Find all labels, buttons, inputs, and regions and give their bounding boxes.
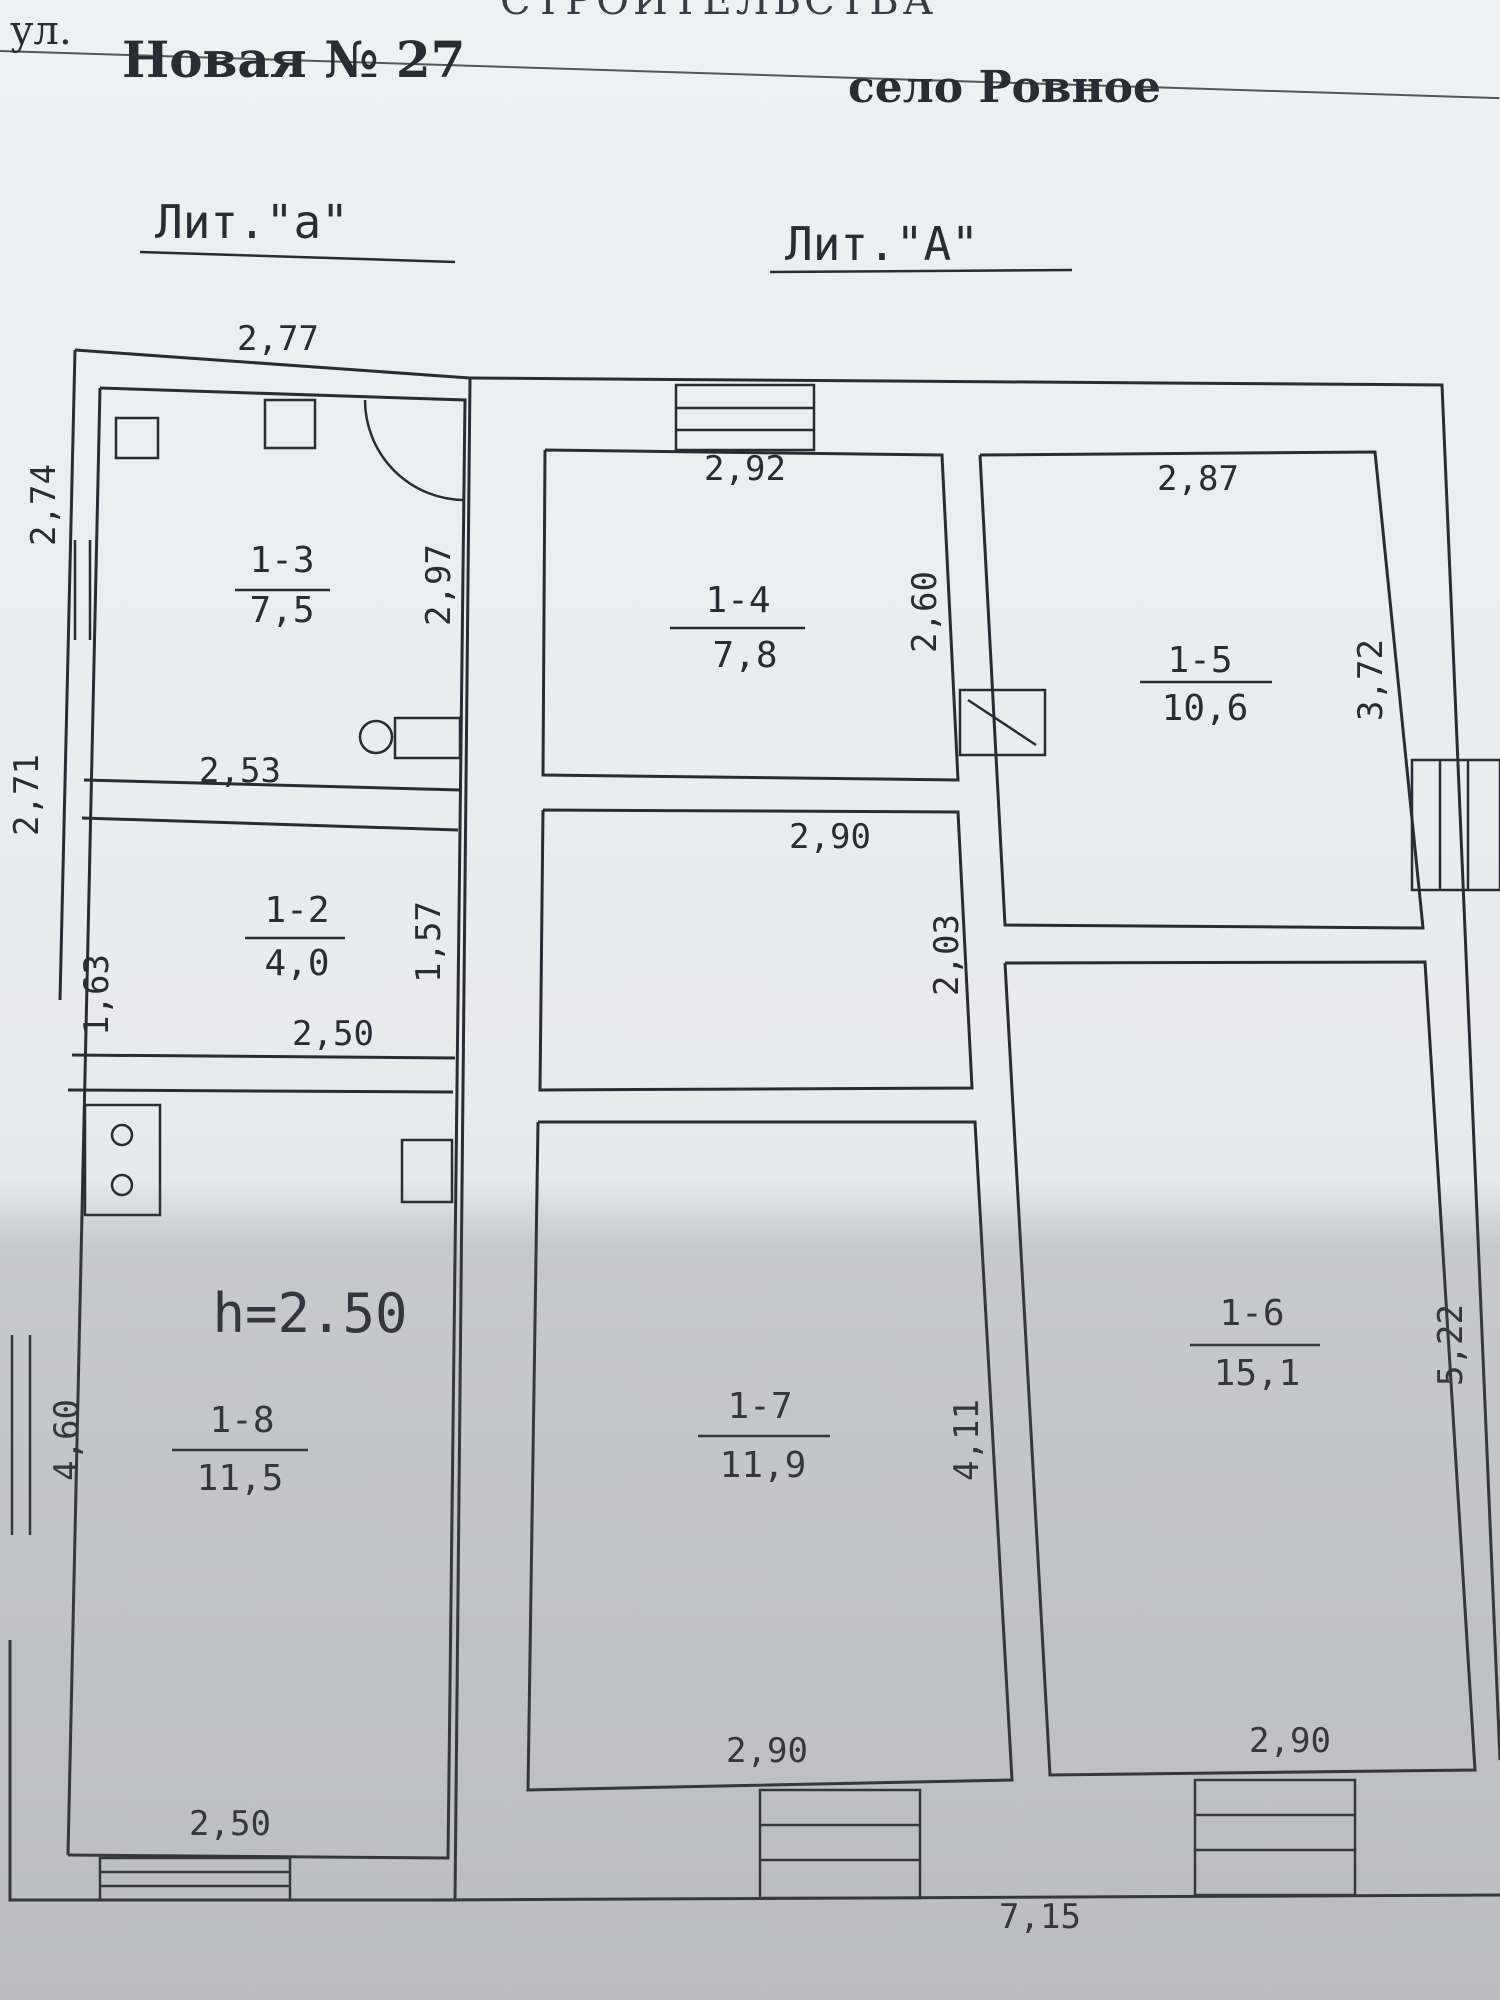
dim-2-77: 2,77 xyxy=(237,319,319,359)
room-id-1-6: 1-6 xyxy=(1219,1293,1284,1334)
dim-2-90-corridor: 2,90 xyxy=(789,817,871,857)
dim-2-50-top: 2,50 xyxy=(292,1014,374,1054)
header-cut-title: СТРОИТЕЛЬСТВА xyxy=(500,0,938,24)
dim-2-90-room-1-7: 2,90 xyxy=(726,1731,808,1771)
ceiling-height: h=2.50 xyxy=(212,1282,407,1345)
street-name: Новая № 27 xyxy=(122,30,466,89)
lit-small-label: Лит."а" xyxy=(155,195,349,249)
dim-2-71: 2,71 xyxy=(7,754,47,836)
dim-2-92: 2,92 xyxy=(704,449,786,489)
room-id-1-7: 1-7 xyxy=(727,1386,792,1427)
street-prefix: ул. xyxy=(10,8,72,54)
dim-2-87: 2,87 xyxy=(1157,459,1239,499)
lit-main-label: Лит."А" xyxy=(785,217,979,271)
room-area-1-8: 11,5 xyxy=(197,1458,284,1499)
walls xyxy=(8,348,1500,1902)
lit-small-underline xyxy=(139,250,456,264)
dim-2-90-room-1-6: 2,90 xyxy=(1249,1721,1331,1761)
dim-5-22: 5,22 xyxy=(1431,1304,1471,1386)
dim-2-50-bottom: 2,50 xyxy=(189,1804,271,1844)
village-name: село Ровное xyxy=(848,62,1162,113)
lit-main-underline xyxy=(769,268,1073,274)
fixture-box xyxy=(114,416,160,460)
room-area-1-6: 15,1 xyxy=(1214,1353,1301,1394)
dim-1-57: 1,57 xyxy=(409,901,449,983)
dim-4-60: 4,60 xyxy=(47,1399,87,1481)
kitchen-stove xyxy=(83,1103,162,1217)
dim-2-60: 2,60 xyxy=(905,571,945,653)
room-area-1-5: 10,6 xyxy=(1162,688,1249,729)
door-swing xyxy=(363,399,466,502)
dim-2-53: 2,53 xyxy=(199,751,281,791)
dim-7-15: 7,15 xyxy=(999,1897,1081,1937)
dim-2-03: 2,03 xyxy=(927,914,967,996)
dim-4-11: 4,11 xyxy=(947,1399,987,1481)
room-id-1-3: 1-3 xyxy=(249,540,314,581)
room-labels: 1-3 7,5 1-4 7,8 1-5 10,6 1-2 4,0 h=2.50 … xyxy=(172,540,1320,1499)
room-id-1-8: 1-8 xyxy=(209,1400,274,1441)
room-id-1-4: 1-4 xyxy=(705,580,770,621)
room-area-1-3: 7,5 xyxy=(249,590,314,631)
room-id-1-2: 1-2 xyxy=(264,890,329,931)
room-area-1-4: 7,8 xyxy=(712,635,777,676)
room-area-1-7: 11,9 xyxy=(720,1445,807,1486)
room-id-1-5: 1-5 xyxy=(1167,640,1232,681)
fixture-toilet xyxy=(358,719,394,755)
stove-box xyxy=(958,688,1047,757)
dimension-labels: 2,77 2,74 2,71 2,97 2,92 2,87 2,60 3,72 … xyxy=(7,319,1471,1937)
dim-1-63: 1,63 xyxy=(77,954,117,1036)
dim-2-74: 2,74 xyxy=(24,464,64,546)
room-area-1-2: 4,0 xyxy=(264,943,329,984)
dim-3-72: 3,72 xyxy=(1351,639,1391,721)
sink-fixture xyxy=(400,1138,454,1204)
fixture-sink xyxy=(263,398,317,450)
dim-2-97: 2,97 xyxy=(419,544,459,626)
